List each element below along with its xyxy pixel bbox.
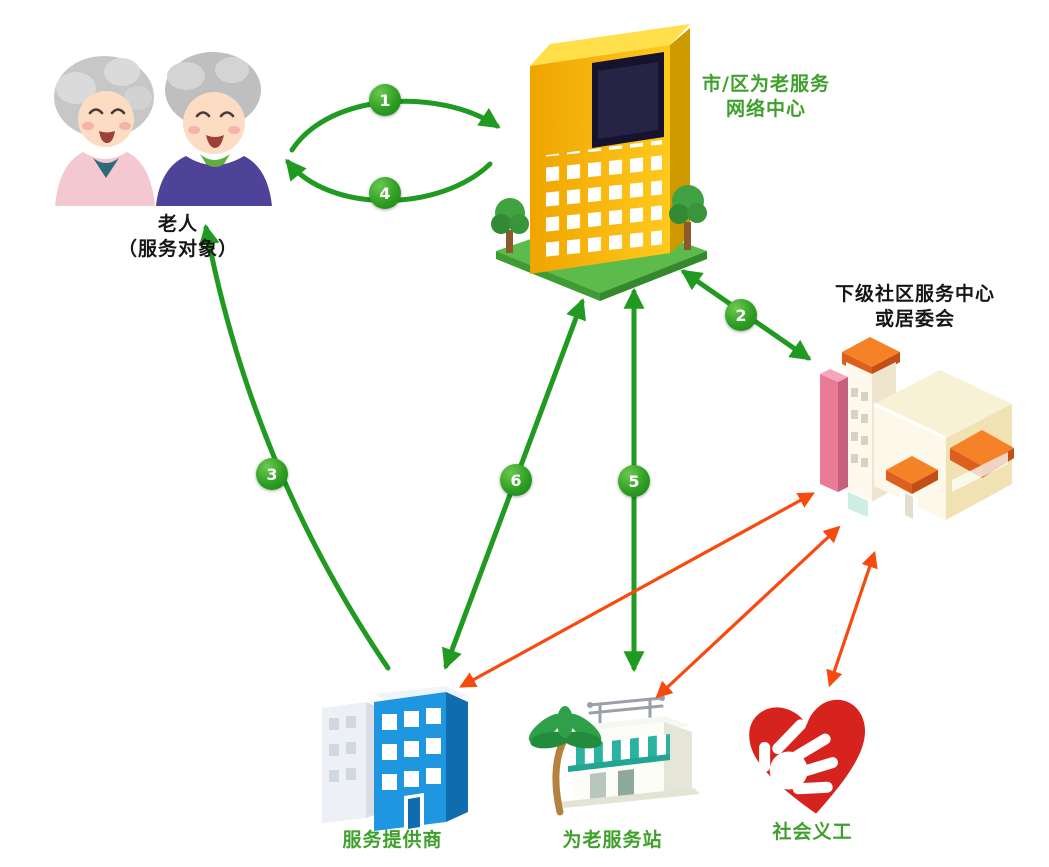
community-center-label-line2: 或居委会 <box>874 308 955 331</box>
arrow-step3 <box>198 223 391 671</box>
network-center-label-line2: 网络中心 <box>725 98 806 121</box>
elderly-people-illustration <box>54 52 272 206</box>
service-provider-label-text: 服务提供商 <box>342 829 443 851</box>
network-center-building-illustration <box>491 24 707 301</box>
community-center-label-line1: 下级社区服务中心 <box>834 283 995 305</box>
volunteer-heart-hand-illustration <box>749 699 865 814</box>
network-center-label-line1: 市/区为老服务 <box>702 73 830 95</box>
elderly-label-line2: （服务对象） <box>117 238 238 261</box>
service-station-label-text: 为老服务站 <box>562 829 663 851</box>
service-station-label: 为老服务站 <box>550 828 675 853</box>
arrow-orange-community-station <box>655 525 841 699</box>
flow-badge-2: 2 <box>725 299 757 331</box>
service-station-building-illustration <box>528 695 700 816</box>
service-provider-building-illustration <box>322 686 468 831</box>
volunteers-label: 社会义工 <box>750 820 875 845</box>
flow-badge-4: 4 <box>369 177 401 209</box>
flow-badge-5: 5 <box>618 465 650 497</box>
arrow-orange-community-volunteers <box>826 550 878 688</box>
flow-badge-1: 1 <box>369 84 401 116</box>
flow-badge-3: 3 <box>256 458 288 490</box>
elderly-label: 老人 （服务对象） <box>88 212 268 262</box>
elderly-label-line1: 老人 <box>157 213 198 235</box>
flow-badge-6: 6 <box>500 464 532 496</box>
service-provider-label: 服务提供商 <box>330 828 455 853</box>
community-center-building-illustration <box>820 337 1014 522</box>
arrow-orange-community-provider <box>459 492 815 688</box>
community-center-label: 下级社区服务中心 或居委会 <box>820 282 1010 332</box>
volunteers-label-text: 社会义工 <box>772 821 853 843</box>
network-center-label: 市/区为老服务 网络中心 <box>676 72 856 122</box>
